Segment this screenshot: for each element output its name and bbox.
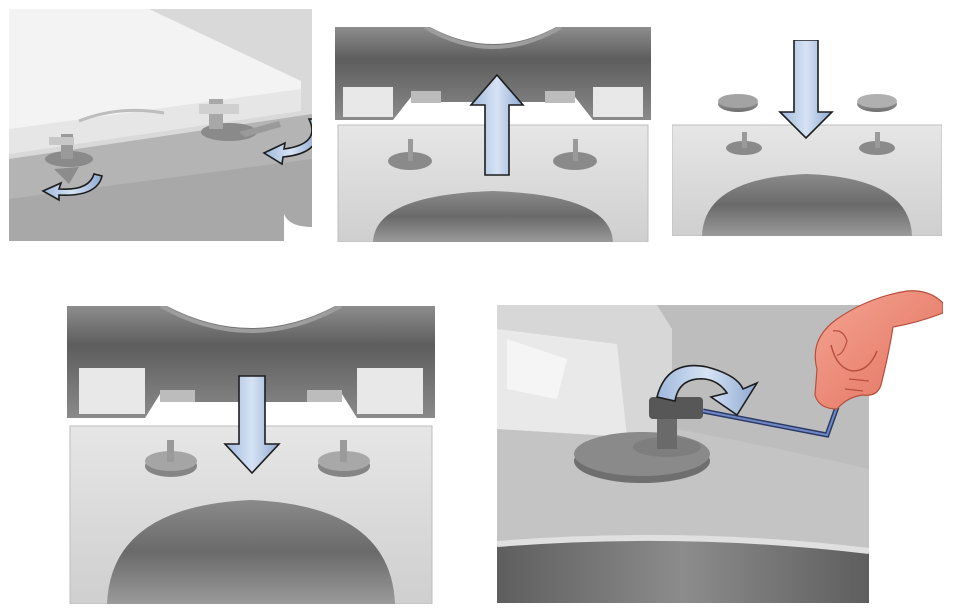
step-4-lower-seat-panel — [67, 306, 435, 604]
step-2-lift-seat-panel — [335, 27, 651, 242]
hand-icon — [814, 290, 943, 410]
step-3-place-discs-panel — [672, 40, 942, 236]
place-down-arrow-icon — [778, 40, 834, 140]
lift-up-arrow-icon — [469, 73, 525, 176]
step-1-loosen-hinges-panel — [9, 9, 312, 241]
lower-down-arrow-icon — [223, 375, 281, 475]
step-5-tighten-panel — [497, 289, 943, 603]
right-hinge — [199, 99, 281, 141]
allen-key-icon — [702, 406, 840, 438]
rotate-arrow-icon — [656, 364, 760, 417]
left-hinge — [45, 134, 93, 184]
rotate-arrow-left-icon — [41, 173, 103, 202]
rotate-arrow-right-icon — [262, 118, 312, 166]
